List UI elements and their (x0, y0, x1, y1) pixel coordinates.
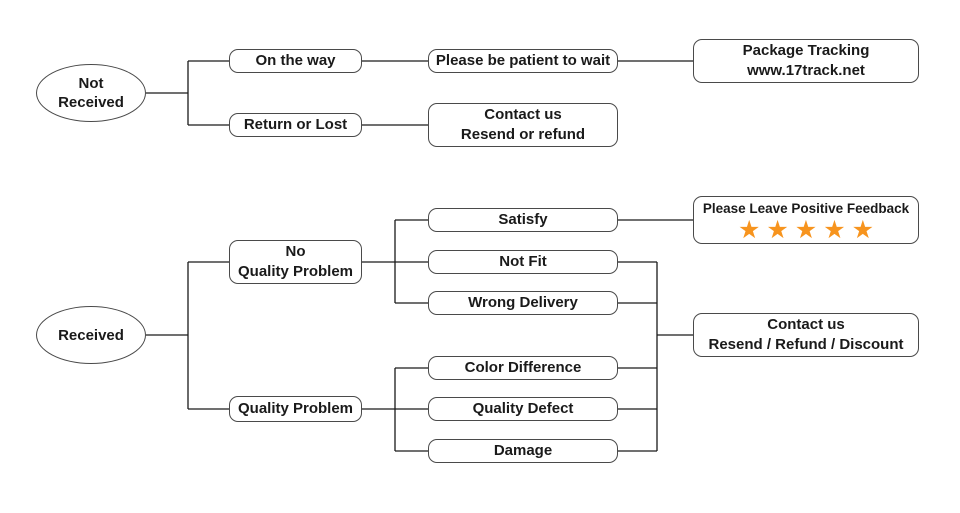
node-contact-us-resend-refund-discount: Contact us Resend / Refund / Discount (693, 313, 919, 357)
node-no-quality-problem: No Quality Problem (229, 240, 362, 284)
node-wrong-delivery: Wrong Delivery (428, 291, 618, 315)
node-please-be-patient: Please be patient to wait (428, 49, 618, 73)
connector-path (146, 60, 693, 452)
positive-feedback-label: Please Leave Positive Feedback (702, 200, 910, 216)
node-contact-us-resend-refund: Contact us Resend or refund (428, 103, 618, 147)
node-quality-defect: Quality Defect (428, 397, 618, 421)
node-on-the-way: On the way (229, 49, 362, 73)
node-damage: Damage (428, 439, 618, 463)
node-not-received: Not Received (36, 64, 146, 122)
node-quality-problem: Quality Problem (229, 396, 362, 422)
node-color-difference: Color Difference (428, 356, 618, 380)
node-return-or-lost: Return or Lost (229, 113, 362, 137)
node-received: Received (36, 306, 146, 364)
node-satisfy: Satisfy (428, 208, 618, 232)
node-not-fit: Not Fit (428, 250, 618, 274)
node-package-tracking: Package Tracking www.17track.net (693, 39, 919, 83)
five-star-rating-icon: ★★★★★ (737, 214, 881, 244)
node-positive-feedback: Please Leave Positive Feedback ★★★★★ (693, 196, 919, 244)
